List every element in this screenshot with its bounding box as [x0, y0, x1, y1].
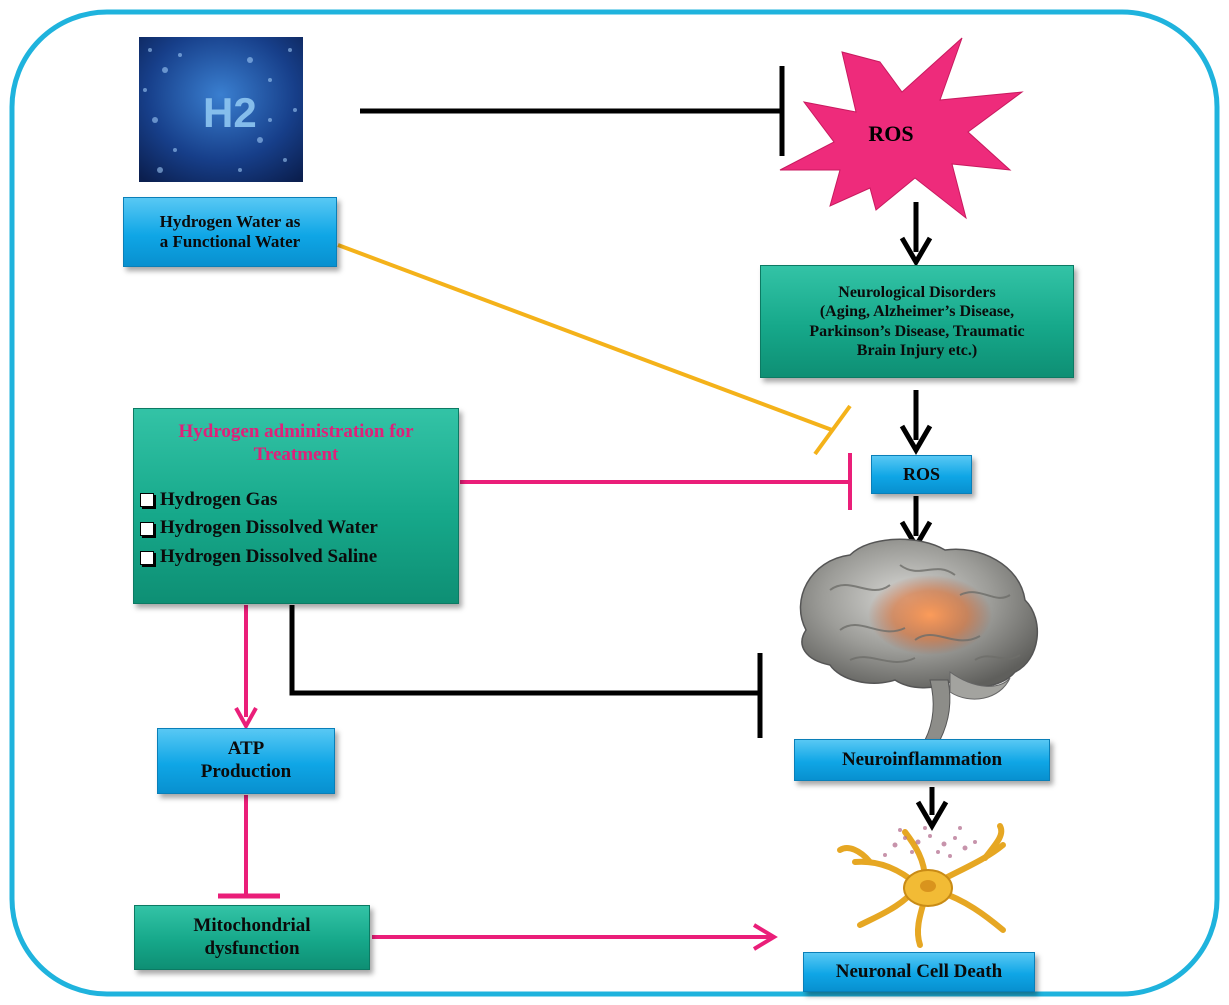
hydrogen-water-image: H2 — [139, 37, 303, 182]
brain-image — [799, 538, 1039, 741]
atp-line1: ATP — [227, 738, 265, 760]
neuro-disorders-line2: (Aging, Alzheimer’s Disease, — [819, 303, 1015, 321]
inhibit-line-water-ros — [337, 243, 833, 432]
neuroinflammation-label: Neuroinflammation — [841, 748, 1003, 770]
inhibit-bar-water-ros — [813, 404, 852, 456]
mito-line1: Mitochondrial — [193, 914, 311, 936]
atp-box: ATP Production — [157, 728, 335, 794]
neuroinflammation-box: Neuroinflammation — [794, 739, 1050, 781]
ros-mid-box: ROS — [871, 455, 972, 494]
list-item: Hydrogen Dissolved Saline — [140, 546, 378, 569]
outer-frame — [9, 9, 1220, 997]
neuro-disorders-line3: Parkinson’s Disease, Traumatic — [809, 322, 1025, 340]
inhibit-line-treatment-inflammation — [289, 605, 760, 696]
ros-mid-label: ROS — [902, 463, 940, 484]
ros-starburst — [779, 37, 1024, 220]
treatment-box: Hydrogen administration for Treatment Hy… — [133, 408, 459, 604]
treatment-title-line1: Hydrogen administration for — [178, 421, 414, 442]
treatment-list: Hydrogen Gas Hydrogen Dissolved Water Hy… — [140, 489, 378, 569]
neuro-disorders-box: Neurological Disorders (Aging, Alzheimer… — [760, 265, 1074, 378]
checkbox-icon — [140, 492, 154, 507]
neuro-disorders-line1: Neurological Disorders — [838, 284, 996, 302]
list-item: Hydrogen Gas — [140, 489, 378, 512]
hydrogen-water-line2: a Functional Water — [159, 232, 301, 251]
arrow-inflammation-death-head — [915, 800, 949, 831]
neuronal-cell-death-box: Neuronal Cell Death — [803, 952, 1035, 992]
arrow-disorders-ros-head — [899, 424, 933, 455]
list-item: Hydrogen Dissolved Water — [140, 517, 378, 540]
checkbox-icon — [140, 521, 154, 536]
hydrogen-water-box: Hydrogen Water as a Functional Water — [123, 197, 337, 267]
hydrogen-water-line1: Hydrogen Water as — [159, 211, 301, 231]
checkbox-icon — [140, 550, 154, 565]
atp-line2: Production — [200, 761, 292, 782]
h2-image-text: H2 — [203, 89, 257, 136]
mito-line2: dysfunction — [204, 937, 300, 959]
mitochondrial-box: Mitochondrial dysfunction — [134, 905, 370, 970]
arrow-treatment-atp-head — [234, 707, 258, 731]
arrow-ros-disorders-head — [899, 236, 933, 267]
cell-death-label: Neuronal Cell Death — [835, 960, 1003, 982]
neuron-image — [837, 823, 1006, 948]
neuro-disorders-line4: Brain Injury etc.) — [856, 341, 978, 359]
treatment-title-line2: Treatment — [253, 443, 339, 465]
ros-top-label: ROS — [868, 121, 913, 146]
arrow-mito-death-head — [752, 923, 778, 951]
